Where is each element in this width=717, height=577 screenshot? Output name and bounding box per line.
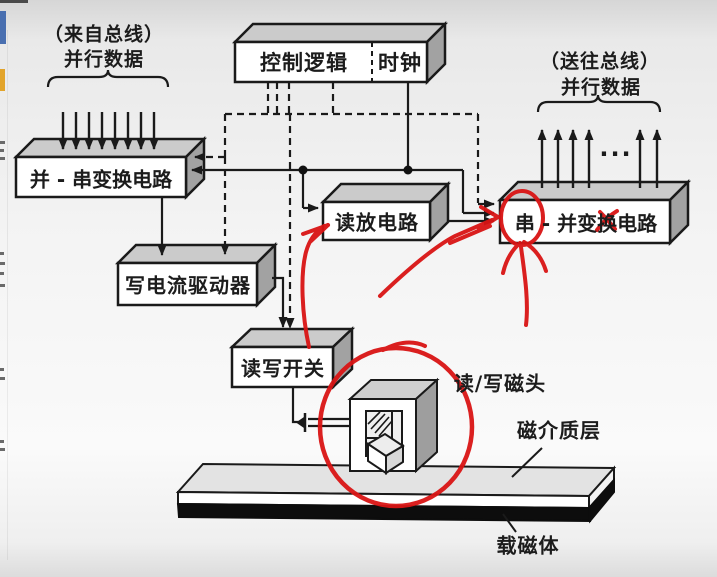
red-arrow-to-serpar [378, 218, 494, 298]
block-boxes [12, 20, 692, 390]
control-logic-label: 控制逻辑 [260, 51, 348, 75]
bus-braces [46, 69, 662, 113]
control-logic-box [231, 20, 449, 86]
serial-to-parallel-label: 串 - 并变换电路 [514, 211, 658, 236]
control-dashed-wires [194, 82, 495, 329]
read-amp-box [319, 180, 452, 244]
rw-head-drawing [347, 377, 440, 475]
parallel-output-arrows [537, 129, 662, 188]
wires [157, 82, 495, 432]
junction-dot [298, 165, 308, 175]
parallel-input-arrows [58, 112, 159, 150]
read-amp-label: 读放电路 [335, 210, 419, 235]
red-arrow-to-readamp [300, 224, 326, 349]
clock-wires [191, 82, 495, 218]
carrier-pointer-line [502, 513, 517, 533]
coil-terminal-symbol [296, 417, 304, 428]
clock-label: 时钟 [378, 51, 422, 75]
rw-switch-label: 读写开关 [241, 356, 325, 381]
medium-label: 磁介质层 [517, 418, 601, 443]
red-circle-serial-char [499, 189, 545, 247]
red-circle-head [317, 345, 475, 509]
carrier-label: 载磁体 [496, 533, 560, 558]
to-bus-label-line2: 并行数据 [560, 76, 642, 99]
red-up-arrow-stem [519, 245, 529, 327]
rw-switch-box [228, 326, 356, 390]
write-driver-box [114, 241, 279, 309]
ellipsis-label: ... [599, 134, 633, 162]
from-bus-label-line2: 并行数据 [63, 48, 145, 71]
write-driver-label: 写电流驱动器 [125, 273, 251, 298]
red-circle-tail [381, 340, 427, 352]
from-bus-label-line1: （来自总线） [43, 23, 165, 46]
from-bus-brace [46, 69, 170, 88]
rw-head-label: 读/写磁头 [453, 371, 547, 396]
red-annotations [300, 189, 619, 509]
magnetic-medium-slab [175, 462, 617, 524]
screen-edge-artifacts [0, 0, 28, 560]
head-coil-hatch [367, 411, 393, 437]
to-bus-brace [536, 94, 662, 113]
junction-dot [403, 165, 413, 175]
to-bus-label-line1: （送往总线） [539, 50, 661, 73]
serial-to-parallel-box [496, 178, 692, 247]
label-pointers [502, 447, 543, 533]
parallel-to-serial-label: 并 - 串变换电路 [29, 167, 173, 192]
medium-pointer-line [511, 447, 543, 478]
